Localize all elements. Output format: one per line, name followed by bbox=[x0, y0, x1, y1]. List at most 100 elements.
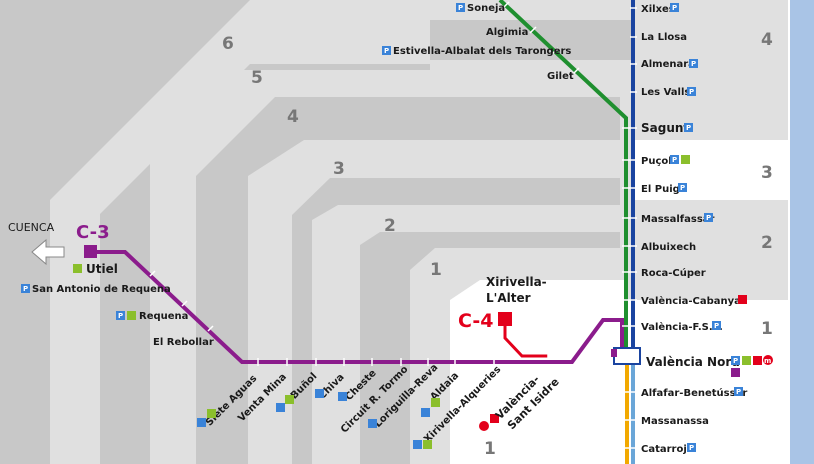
utiel-terminus[interactable] bbox=[84, 245, 97, 258]
zone-number-3-coast: 3 bbox=[761, 163, 773, 183]
svg-text:Soneja: Soneja bbox=[467, 3, 505, 14]
station-gilet[interactable]: Gilet bbox=[547, 71, 574, 82]
svg-text:València-F.S.L.: València-F.S.L. bbox=[641, 321, 723, 333]
bus-icon bbox=[285, 395, 294, 404]
svg-text:P: P bbox=[680, 184, 685, 192]
station-valencia-nord[interactable]: València Nord P m bbox=[646, 355, 773, 377]
svg-text:P: P bbox=[689, 444, 694, 452]
station-massanassa[interactable]: Massanassa bbox=[641, 416, 709, 427]
station-valencia-fsl[interactable]: València-F.S.L. P bbox=[641, 321, 723, 333]
parking-icon bbox=[315, 389, 324, 398]
station-algimia[interactable]: Algimia bbox=[486, 27, 528, 38]
station-xilxes[interactable]: Xilxes P bbox=[641, 3, 679, 15]
zone-number-1-coast: 1 bbox=[761, 319, 773, 339]
svg-text:Catarroja: Catarroja bbox=[641, 444, 694, 455]
bus-icon bbox=[207, 409, 216, 418]
svg-text:P: P bbox=[384, 47, 389, 55]
tram-icon bbox=[490, 414, 499, 423]
station-almenara[interactable]: Almenara P bbox=[641, 59, 698, 70]
station-requena[interactable]: P Requena bbox=[116, 311, 188, 322]
line-logo-c3: C-3 bbox=[76, 222, 110, 243]
svg-text:P: P bbox=[672, 4, 677, 12]
svg-text:San Antonio de Requena: San Antonio de Requena bbox=[32, 284, 171, 295]
parking-icon bbox=[712, 321, 721, 330]
svg-text:Estivella-Albalat dels Taronge: Estivella-Albalat dels Tarongers bbox=[393, 46, 571, 57]
station-estivella[interactable]: P Estivella-Albalat dels Tarongers bbox=[382, 46, 571, 57]
svg-text:El Puig: El Puig bbox=[641, 184, 680, 195]
right-zone-4 bbox=[632, 20, 790, 100]
station-roca-cuper[interactable]: Roca-Cúper bbox=[641, 267, 706, 279]
parking-icon bbox=[116, 311, 125, 320]
bus-icon bbox=[681, 155, 690, 164]
svg-text:Massalfassar: Massalfassar bbox=[641, 214, 715, 225]
green-branch-ticks bbox=[502, 1, 580, 75]
station-valencia-cabanyal[interactable]: València-Cabanyal bbox=[641, 295, 747, 307]
parking-icon bbox=[21, 284, 30, 293]
zone-number-1: 1 bbox=[430, 260, 442, 280]
svg-text:Requena: Requena bbox=[139, 311, 188, 322]
right-zone-2-grey bbox=[632, 200, 790, 296]
svg-text:València-Cabanyal: València-Cabanyal bbox=[641, 295, 744, 307]
svg-text:P: P bbox=[736, 388, 741, 396]
station-utiel[interactable]: Utiel bbox=[73, 262, 118, 276]
svg-text:P: P bbox=[691, 60, 696, 68]
station-alfafar-benetusser[interactable]: Alfafar-Benetússer P bbox=[641, 387, 747, 399]
parking-icon bbox=[704, 213, 713, 222]
svg-text:València Nord: València Nord bbox=[646, 355, 740, 369]
station-xirivella-lalter-line2[interactable]: L'Alter bbox=[486, 291, 531, 305]
svg-text:Alfafar-Benetússer: Alfafar-Benetússer bbox=[641, 387, 747, 399]
station-soneja[interactable]: P Soneja bbox=[456, 3, 505, 14]
svg-text:P: P bbox=[686, 124, 691, 132]
line-c3-icon bbox=[731, 368, 740, 377]
svg-text:P: P bbox=[714, 322, 719, 330]
parking-icon bbox=[276, 403, 285, 412]
line-c6-green[interactable] bbox=[498, 0, 628, 352]
svg-text:Almenara: Almenara bbox=[641, 59, 695, 70]
parking-icon bbox=[197, 418, 206, 427]
station-ticks bbox=[149, 7, 637, 449]
station-albuixech[interactable]: Albuixech bbox=[641, 242, 696, 253]
svg-text:P: P bbox=[733, 357, 738, 365]
coast bbox=[788, 0, 790, 464]
svg-text:P: P bbox=[118, 312, 123, 320]
parking-icon bbox=[687, 443, 696, 452]
destination-cuenca: CUENCA bbox=[8, 221, 55, 234]
rail-lines bbox=[91, 0, 635, 464]
valencia-nord-interchange[interactable] bbox=[613, 347, 641, 365]
xirivella-lalter-terminus[interactable] bbox=[498, 312, 512, 326]
parking-icon bbox=[456, 3, 465, 12]
parking-icon bbox=[338, 392, 347, 401]
line-c3-purple[interactable] bbox=[91, 250, 624, 364]
parking-icon bbox=[382, 46, 391, 55]
station-les-valls[interactable]: Les Valls P bbox=[641, 87, 696, 98]
station-pucol[interactable]: Puçol P bbox=[641, 155, 690, 167]
station-sagunt[interactable]: Sagunt P bbox=[641, 121, 693, 135]
bus-icon bbox=[742, 356, 751, 365]
svg-text:m: m bbox=[764, 357, 771, 365]
station-el-rebollar[interactable]: El Rebollar bbox=[153, 337, 214, 348]
bus-icon bbox=[73, 264, 82, 273]
zone-number-3: 3 bbox=[333, 159, 345, 179]
station-el-puig[interactable]: El Puig P bbox=[641, 183, 687, 195]
station-san-antonio-de-requena[interactable]: P San Antonio de Requena bbox=[21, 284, 171, 295]
svg-text:Xilxes: Xilxes bbox=[641, 4, 675, 15]
sea bbox=[790, 0, 814, 464]
svg-text:P: P bbox=[458, 4, 463, 12]
zone-number-6: 6 bbox=[222, 34, 234, 54]
svg-text:Les Valls: Les Valls bbox=[641, 87, 690, 98]
station-la-llosa[interactable]: La Llosa bbox=[641, 32, 687, 43]
zone-number-1-south: 1 bbox=[484, 439, 496, 459]
parking-icon bbox=[368, 419, 377, 428]
svg-text:P: P bbox=[689, 88, 694, 96]
parking-icon bbox=[670, 155, 679, 164]
svg-text:P: P bbox=[672, 156, 677, 164]
svg-text:Utiel: Utiel bbox=[86, 262, 118, 276]
line-c4-red[interactable] bbox=[503, 320, 548, 358]
bus-icon bbox=[423, 440, 432, 449]
station-xirivella-lalter-line1[interactable]: Xirivella- bbox=[486, 275, 547, 289]
svg-text:P: P bbox=[706, 214, 711, 222]
station-massalfassar[interactable]: Massalfassar P bbox=[641, 213, 715, 225]
station-catarroja[interactable]: Catarroja P bbox=[641, 443, 696, 455]
svg-text:P: P bbox=[23, 285, 28, 293]
